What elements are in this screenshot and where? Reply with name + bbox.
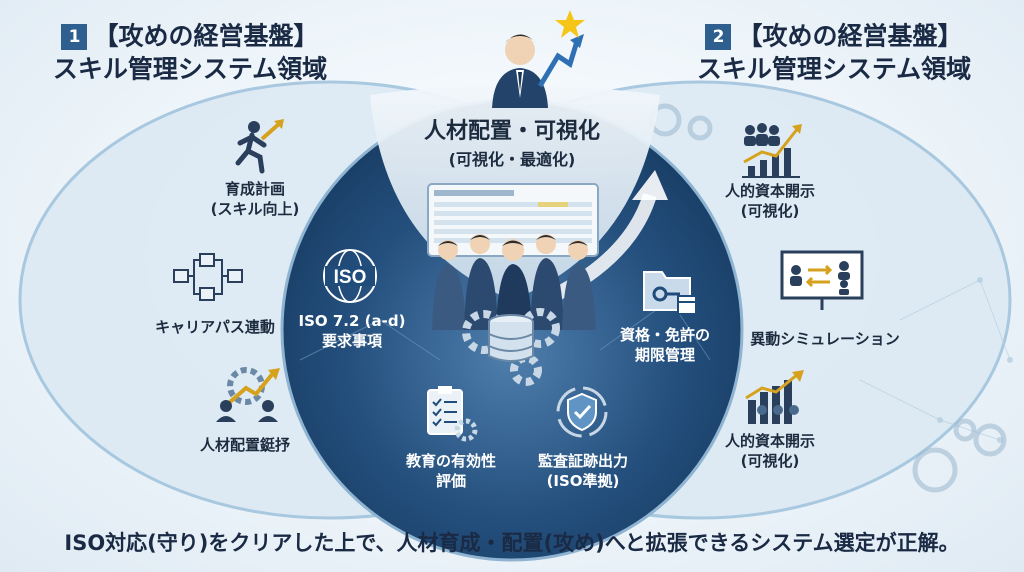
left-item-1-line2: (スキル向上) xyxy=(210,199,300,218)
center-item-education-line2: 評価 xyxy=(435,471,466,490)
folder-key-calendar-icon xyxy=(643,271,697,315)
left-heading-subtitle: スキル管理システム領域 xyxy=(52,54,328,83)
right-heading-subtitle: スキル管理システム領域 xyxy=(696,54,972,83)
right-item-3-line1: 人的資本開示 xyxy=(724,432,815,450)
right-item-3-label: 人的資本開示 (可視化) xyxy=(690,432,850,471)
center-item-iso-label: ISO 7.2 (a-d) 要求事項 xyxy=(282,312,422,351)
right-item-1-label: 人的資本開示 (可視化) xyxy=(690,182,850,221)
right-item-1-line2: (可視化) xyxy=(740,201,800,220)
center-item-education-line1: 教育の有効性 xyxy=(405,452,496,470)
left-item-3-label: 人材配置鋌抒 xyxy=(160,436,330,456)
bar-chart-people-icon xyxy=(745,370,804,424)
right-heading-number: 2 xyxy=(705,23,732,50)
center-item-license-line2: 期限管理 xyxy=(634,345,695,364)
presentation-board-icon xyxy=(780,250,864,310)
shield-check-icon xyxy=(556,386,608,438)
right-item-2-label: 異動シミュレーション xyxy=(730,330,920,350)
left-heading-number: 1 xyxy=(61,23,88,50)
left-item-1-line1: 育成計画 xyxy=(224,180,285,198)
database-gears-icon xyxy=(462,308,560,386)
center-item-iso-line2: 要求事項 xyxy=(321,331,382,350)
people-gear-growth-icon xyxy=(216,367,280,422)
businessman-star-icon xyxy=(492,10,585,108)
iso-badge-text: ISO xyxy=(334,267,367,288)
right-heading-title: 【攻めの経営基盤】 xyxy=(737,21,963,51)
center-item-audit-line1: 監査証跡出力 xyxy=(537,452,628,470)
people-growth-chart-icon xyxy=(742,123,802,178)
right-item-3-line2: (可視化) xyxy=(740,451,800,470)
center-title: 人材配置・可視化 xyxy=(423,119,600,144)
center-item-education-label: 教育の有効性 評価 xyxy=(376,452,526,491)
right-item-1-line1: 人的資本開示 xyxy=(724,182,815,200)
right-item-2-line1: 異動シミュレーション xyxy=(750,330,900,348)
team-dashboard-illustration xyxy=(427,183,599,330)
right-heading: 2【攻めの経営基盤】 スキル管理システム領域 xyxy=(664,20,1004,85)
running-person-arrow-icon xyxy=(235,119,284,174)
center-item-license-line1: 資格・免許の xyxy=(619,326,710,344)
center-subtitle: (可視化・最適化) xyxy=(448,150,576,169)
left-item-1-label: 育成計画 (スキル向上) xyxy=(170,180,340,219)
left-heading: 1【攻めの経営基盤】 スキル管理システム領域 xyxy=(20,20,360,85)
checklist-gear-icon xyxy=(427,386,478,442)
left-heading-title: 【攻めの経営基盤】 xyxy=(93,21,319,51)
center-item-iso-line1: ISO 7.2 (a-d) xyxy=(298,312,406,330)
center-item-audit-label: 監査証跡出力 (ISO準拠) xyxy=(508,452,658,491)
center-item-audit-line2: (ISO準拠) xyxy=(546,471,620,490)
left-item-2-label: キャリアパス連動 xyxy=(130,318,300,338)
left-item-3-line1: 人材配置鋌抒 xyxy=(199,436,290,454)
footer-conclusion: ISO対応(守り)をクリアした上で、人材育成・配置(攻め)へと拡張できるシステム… xyxy=(64,531,960,555)
flowchart-icon xyxy=(173,253,243,301)
iso-globe-icon: ISO xyxy=(323,249,377,303)
center-item-license-label: 資格・免許の 期限管理 xyxy=(590,326,740,365)
left-item-2-line1: キャリアパス連動 xyxy=(155,318,275,336)
